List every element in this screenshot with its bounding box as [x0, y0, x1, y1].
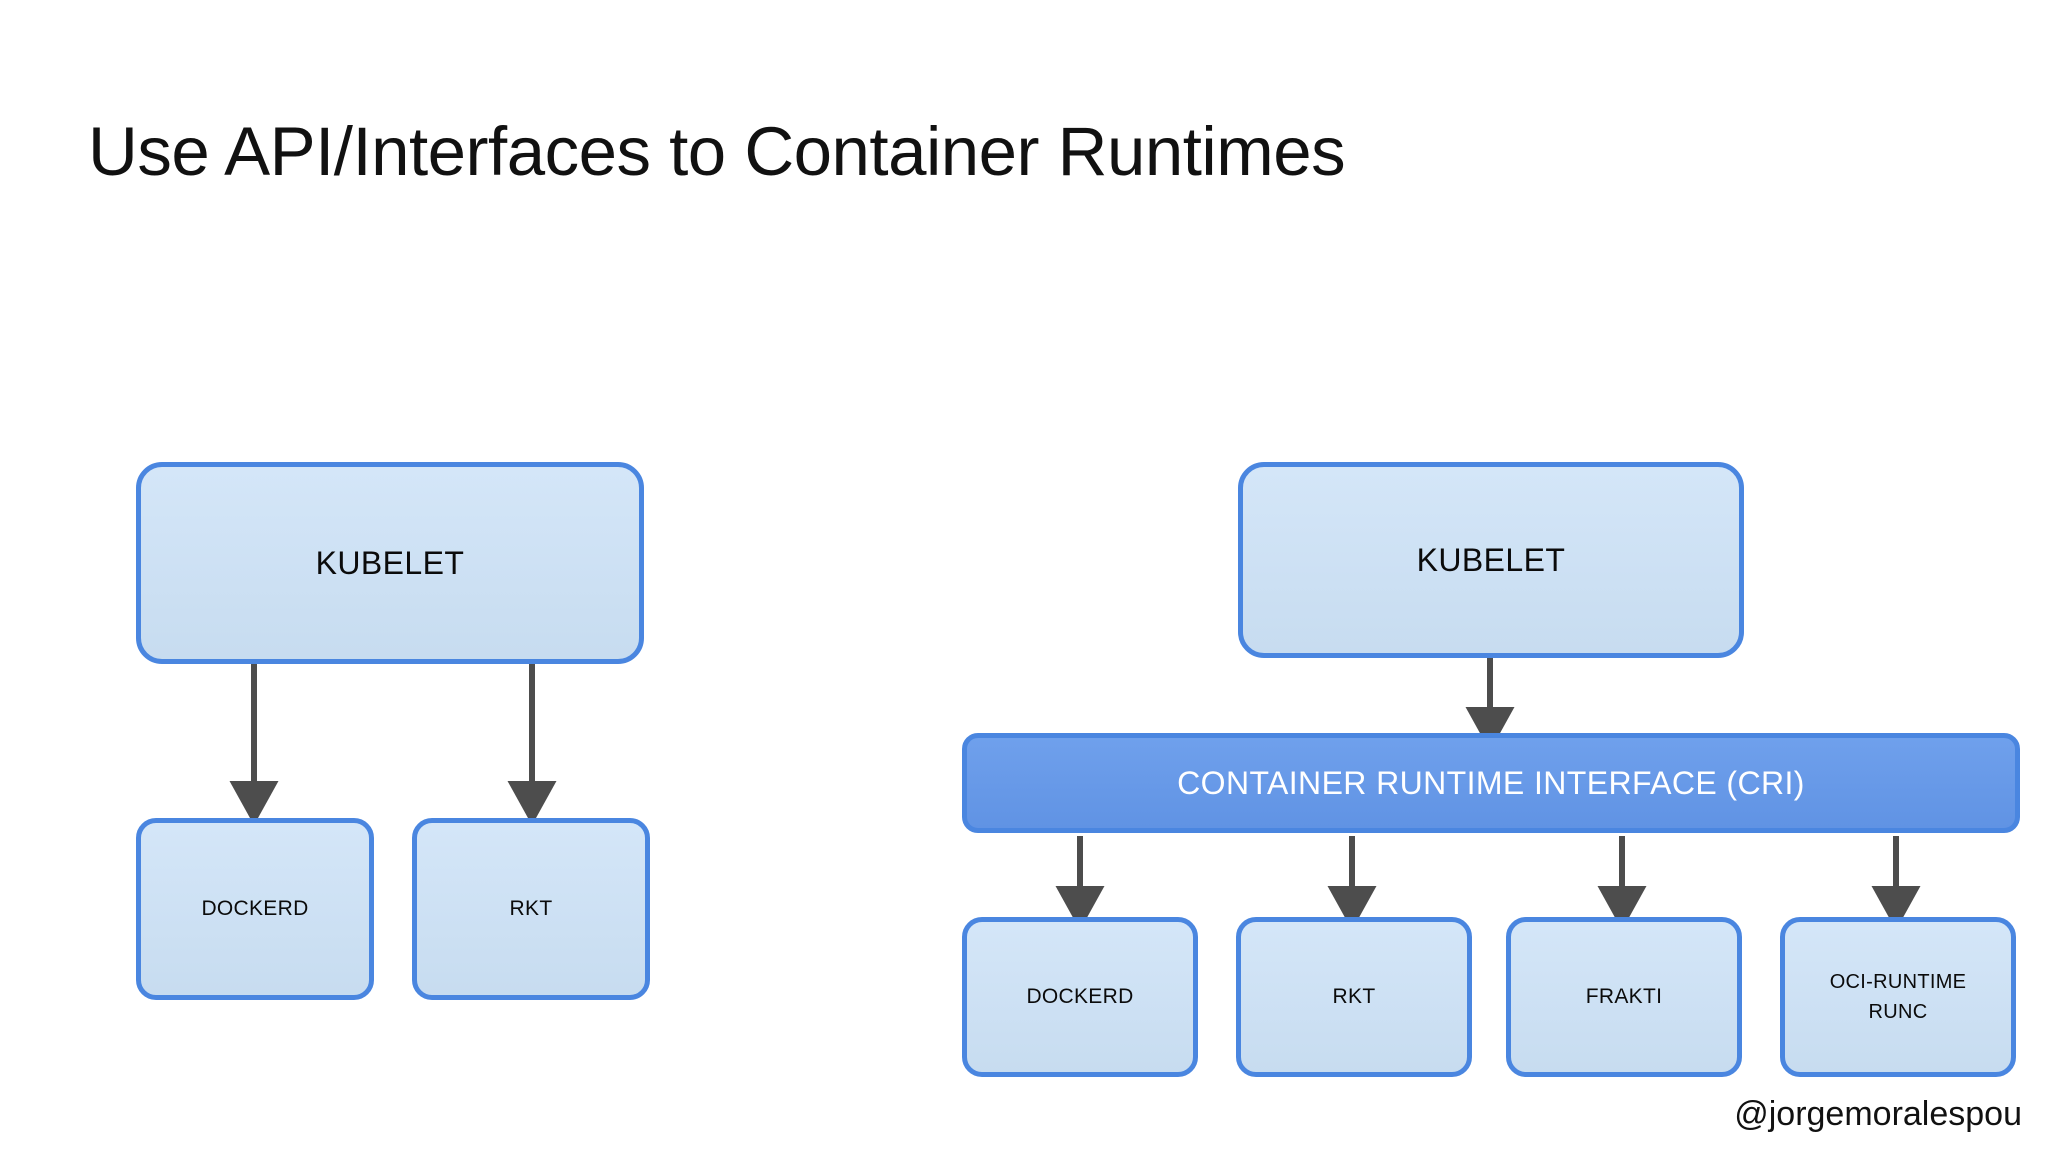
right-runtime-label-dockerd: DOCKERD	[1026, 985, 1134, 1008]
author-watermark: @jorgemoralespou	[1734, 1095, 2022, 1133]
left-runtime-box-rkt[interactable]: RKT	[412, 818, 650, 1000]
right-runtime-label-rkt: RKT	[1332, 985, 1376, 1008]
right-runtime-box-dockerd[interactable]: DOCKERD	[962, 917, 1198, 1077]
left-runtime-label-rkt: RKT	[509, 897, 553, 920]
left-runtime-label-dockerd: DOCKERD	[201, 897, 309, 920]
cri-label: CONTAINER RUNTIME INTERFACE (CRI)	[1177, 764, 1805, 801]
right-runtime-box-rkt[interactable]: RKT	[1236, 917, 1472, 1077]
right-runtime-label-frakti: FRAKTI	[1585, 985, 1663, 1008]
left-kubelet-box[interactable]: KUBELET	[136, 462, 644, 664]
right-kubelet-box[interactable]: KUBELET	[1238, 462, 1744, 658]
page-title: Use API/Interfaces to Container Runtimes	[88, 113, 1346, 190]
right-runtime-box-frakti[interactable]: FRAKTI	[1506, 917, 1742, 1077]
right-runtime-label-oci-runtime-runc: OCI-RUNTIME RUNC	[1829, 971, 1967, 1023]
right-runtime-box-oci-runtime-runc[interactable]: OCI-RUNTIME RUNC	[1780, 917, 2016, 1077]
left-runtime-box-dockerd[interactable]: DOCKERD	[136, 818, 374, 1000]
right-kubelet-label: KUBELET	[1416, 541, 1566, 578]
left-kubelet-label: KUBELET	[315, 544, 465, 581]
container-runtime-interface-bar[interactable]: CONTAINER RUNTIME INTERFACE (CRI)	[962, 733, 2020, 833]
